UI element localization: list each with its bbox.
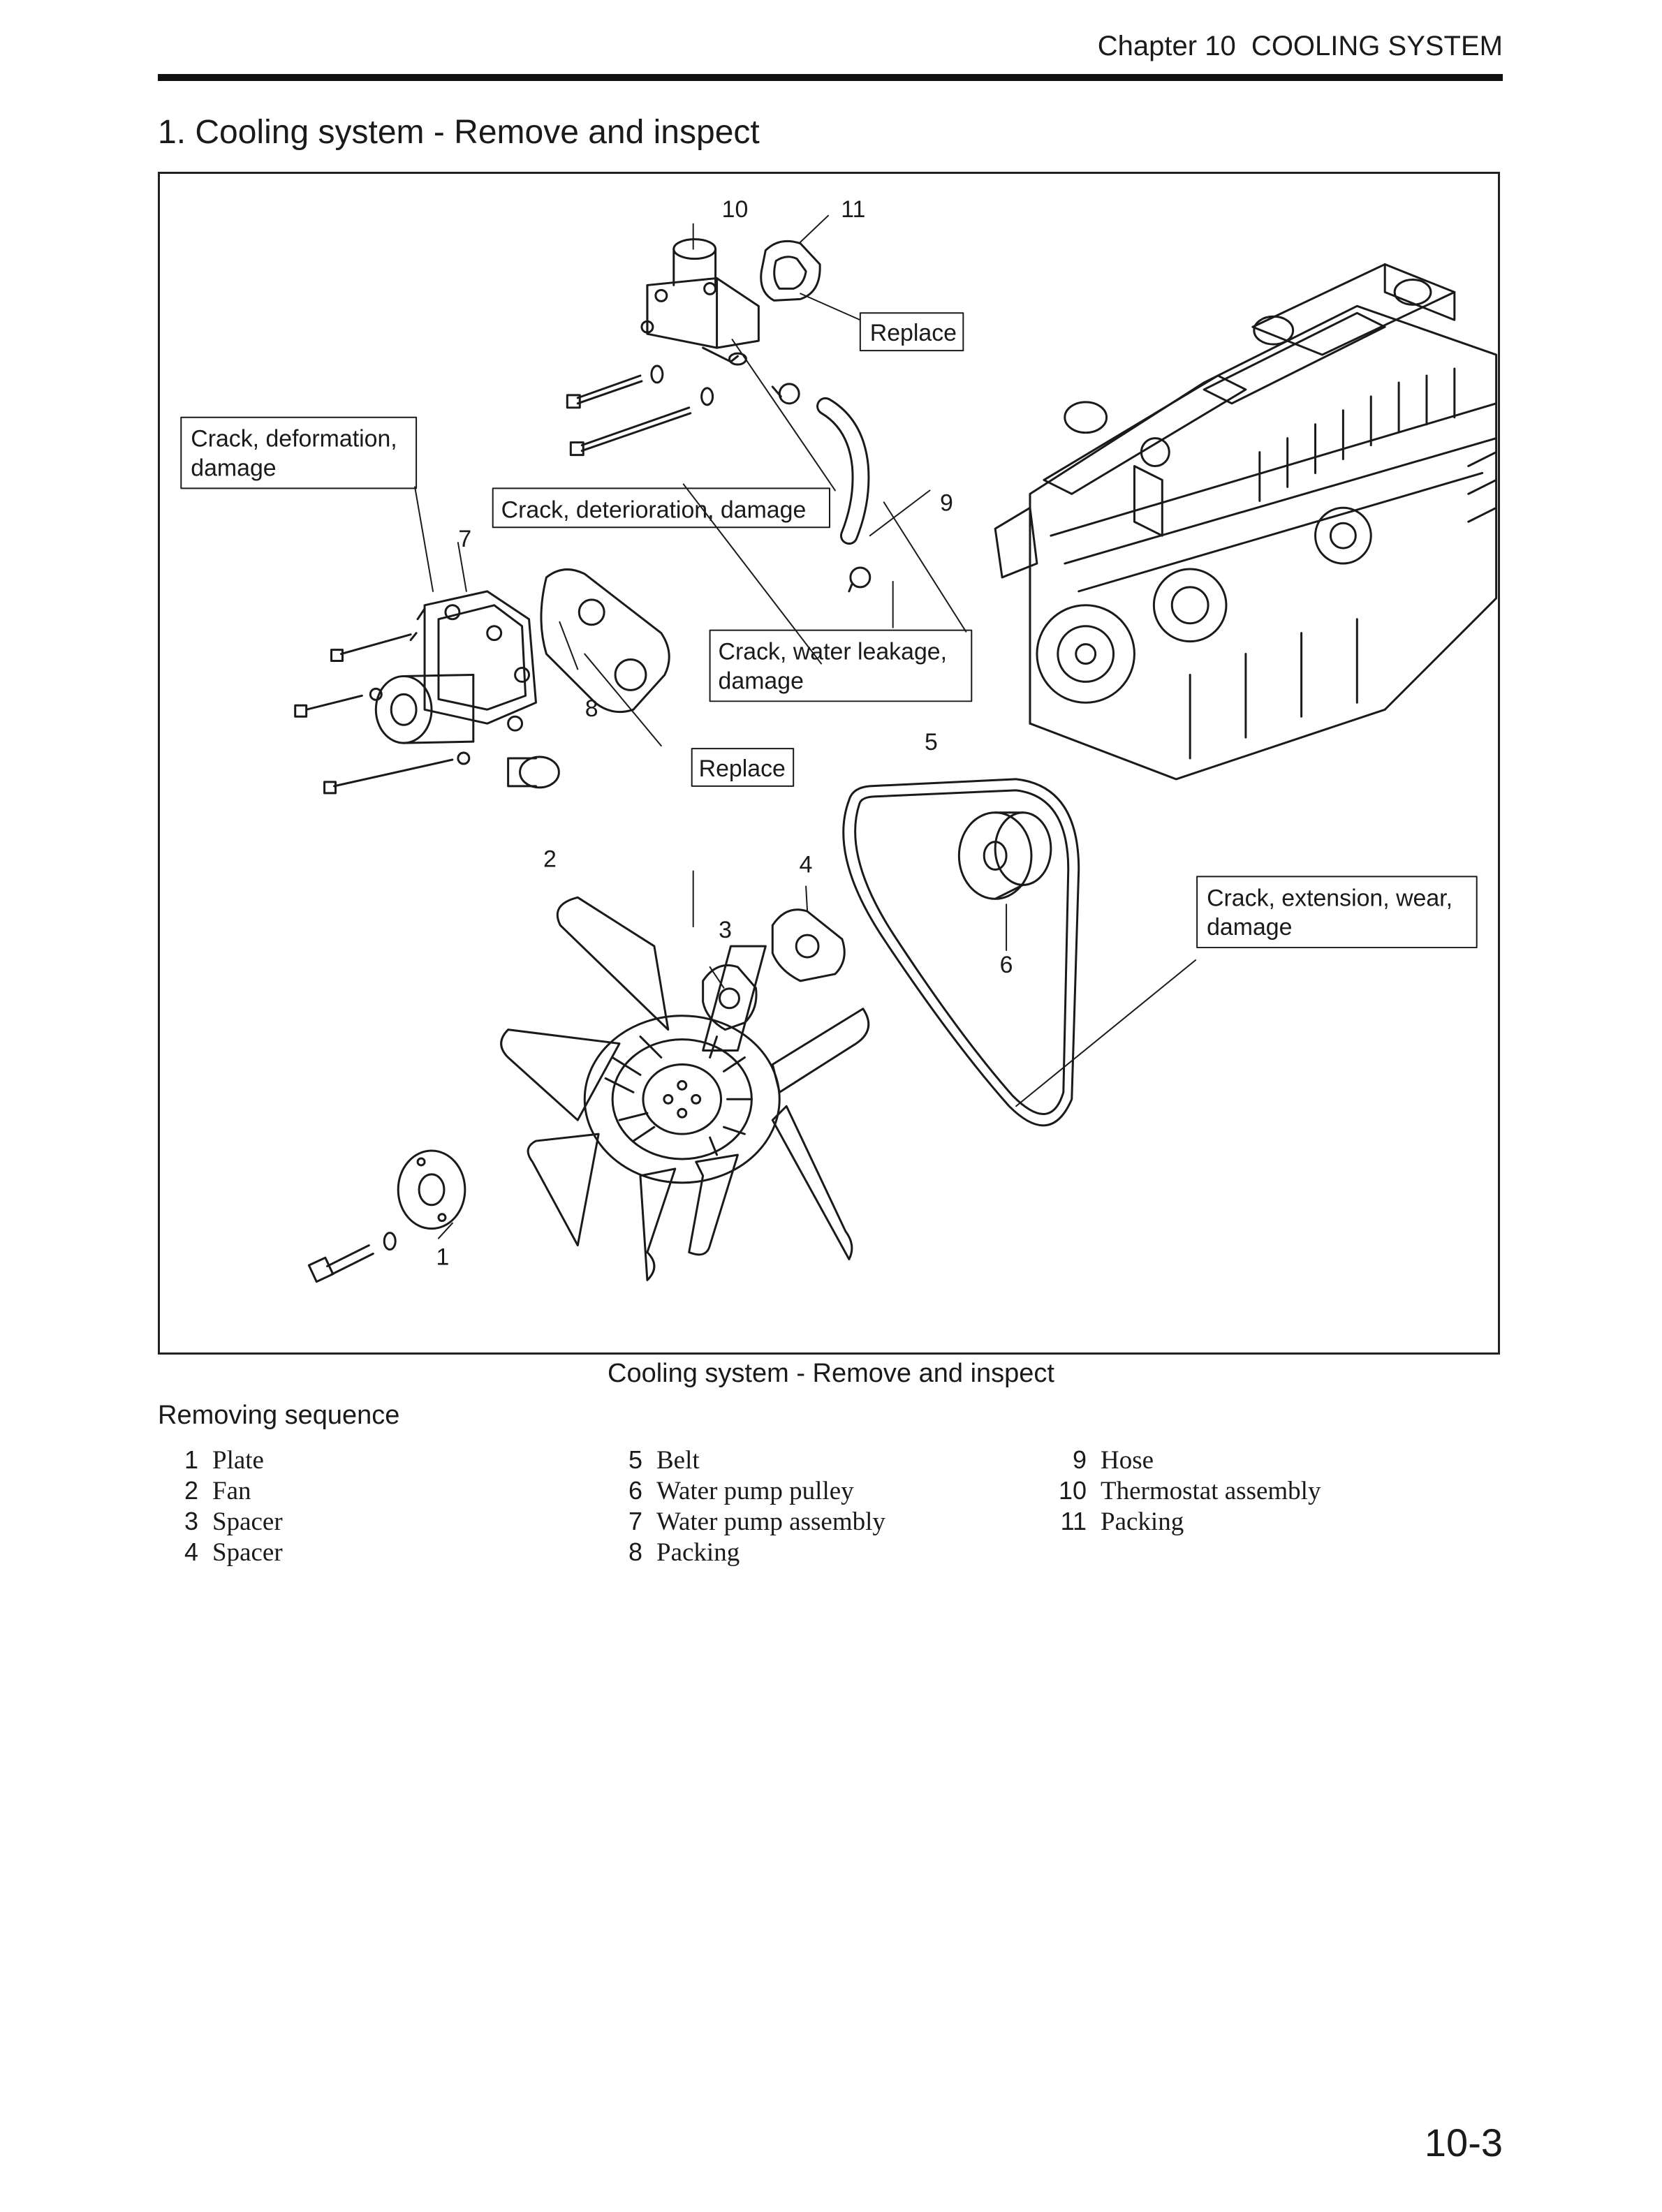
list-item: 6 Water pump pulley	[602, 1476, 885, 1507]
water-pump-assembly	[374, 590, 560, 789]
list-item: 5 Belt	[602, 1445, 885, 1476]
figure-caption: Cooling system - Remove and inspect	[608, 1359, 1054, 1388]
note-replace-gasket: Replace	[699, 755, 786, 782]
callout-5: 5	[925, 729, 938, 755]
list-item: 3 Spacer	[158, 1507, 283, 1538]
item-number: 1	[184, 1445, 198, 1474]
engine-illustration	[994, 263, 1498, 781]
list-item: 8 Packing	[602, 1538, 885, 1568]
item-number: 8	[628, 1538, 642, 1566]
callout-8: 8	[585, 695, 598, 722]
callout-7: 7	[458, 526, 471, 552]
thermostat-bolts	[566, 364, 714, 457]
list-item: 10 Thermostat assembly	[1046, 1476, 1321, 1507]
item-label: Water pump pulley	[656, 1477, 854, 1505]
note-crack-deformation-l2: damage	[191, 455, 276, 481]
sequence-heading: Removing sequence	[158, 1401, 400, 1430]
sequence-column-2: 5 Belt 6 Water pump pulley 7 Water pump ass…	[602, 1445, 885, 1568]
thermostat-assembly	[640, 238, 760, 366]
note-crack-leakage-l1: Crack, water leakage,	[719, 639, 947, 665]
note-crack-deformation-l1: Crack, deformation,	[191, 426, 397, 452]
callout-9: 9	[940, 489, 953, 516]
callout-4: 4	[800, 851, 813, 878]
hose	[771, 383, 872, 593]
exploded-diagram: 10 11 9 7 8 5 2 4 3 6 1 Replace Crack, d…	[180, 196, 1498, 1283]
plate-bolt	[307, 1232, 397, 1283]
page-number: 10-3	[1424, 2121, 1503, 2165]
item-number: 10	[1058, 1476, 1087, 1505]
callout-1: 1	[436, 1244, 450, 1270]
figure-frame: 10 11 9 7 8 5 2 4 3 6 1 Replace Crack, d…	[158, 172, 1500, 1355]
water-pump-bolts	[294, 607, 471, 795]
section-title: 1. Cooling system - Remove and inspect	[158, 114, 760, 151]
list-item: 9 Hose	[1046, 1445, 1321, 1476]
item-label: Hose	[1101, 1446, 1154, 1475]
sequence-column-3: 9 Hose 10 Thermostat assembly 11 Packing	[1046, 1445, 1321, 1538]
callout-2: 2	[543, 846, 557, 872]
callout-3: 3	[719, 917, 732, 943]
note-crack-deterioration: Crack, deterioration, damage	[501, 496, 807, 523]
thermostat-packing	[760, 239, 821, 302]
item-label: Fan	[212, 1477, 251, 1505]
callout-11: 11	[841, 196, 865, 223]
note-replace-packing: Replace	[870, 320, 957, 346]
item-label: Spacer	[212, 1507, 283, 1536]
item-number: 5	[628, 1445, 642, 1474]
callout-6: 6	[1000, 952, 1013, 978]
chapter-header: Chapter 10 COOLING SYSTEM	[1097, 31, 1503, 61]
water-pump-pulley	[957, 811, 1052, 900]
item-number: 6	[628, 1476, 642, 1505]
callout-10: 10	[722, 196, 749, 223]
list-item: 11 Packing	[1046, 1507, 1321, 1538]
list-item: 1 Plate	[158, 1445, 283, 1476]
leader-lines	[414, 214, 1197, 1239]
item-label: Spacer	[212, 1538, 283, 1567]
belt	[842, 778, 1080, 1127]
item-label: Water pump assembly	[656, 1507, 885, 1536]
item-label: Packing	[656, 1538, 740, 1567]
item-label: Belt	[656, 1446, 700, 1475]
plate	[397, 1149, 466, 1230]
list-item: 7 Water pump assembly	[602, 1507, 885, 1538]
item-label: Packing	[1101, 1507, 1184, 1536]
item-number: 4	[184, 1538, 198, 1566]
list-item: 4 Spacer	[158, 1538, 283, 1568]
spacer-3	[702, 964, 758, 1031]
item-number: 3	[184, 1507, 198, 1535]
item-number: 7	[628, 1507, 642, 1535]
annotation-boxes	[180, 312, 1478, 949]
note-crack-leakage-l2: damage	[719, 668, 804, 694]
note-crack-extension-l1: Crack, extension, wear,	[1207, 885, 1453, 911]
item-label: Thermostat assembly	[1101, 1477, 1321, 1505]
list-item: 2 Fan	[158, 1476, 283, 1507]
pump-packing	[540, 568, 670, 714]
note-crack-extension-l2: damage	[1207, 914, 1292, 941]
header-rule	[158, 74, 1503, 81]
fan	[500, 896, 870, 1281]
item-number: 9	[1072, 1445, 1087, 1474]
item-number: 11	[1060, 1507, 1087, 1535]
item-number: 2	[184, 1476, 198, 1505]
spacer-4	[771, 908, 846, 982]
item-label: Plate	[212, 1446, 264, 1475]
